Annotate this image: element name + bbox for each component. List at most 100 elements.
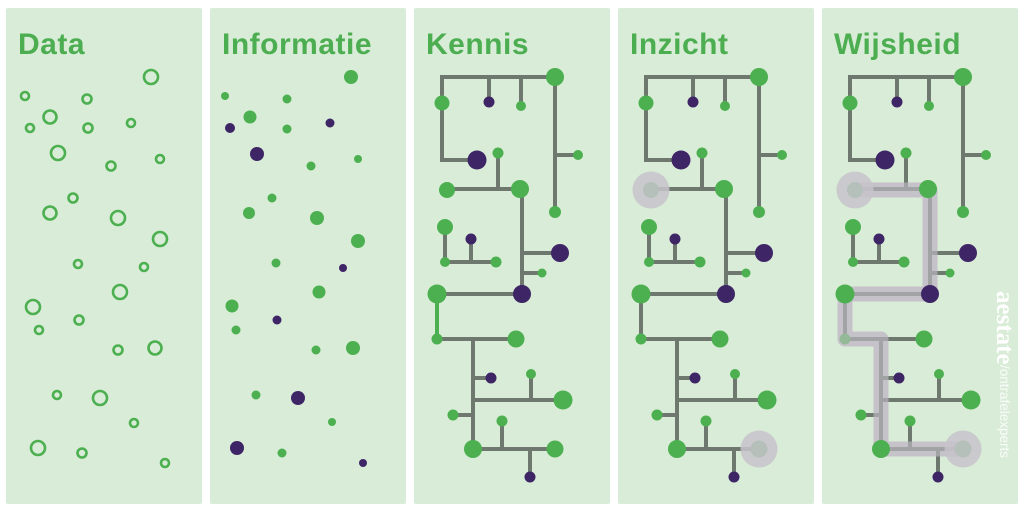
info-dot — [225, 299, 239, 313]
network-node — [553, 390, 573, 410]
data-dot — [154, 153, 166, 165]
data-dot — [76, 447, 88, 459]
network-node — [900, 147, 912, 159]
network-node — [465, 233, 477, 245]
data-dot — [147, 340, 163, 356]
network-node — [447, 409, 459, 421]
network-node — [954, 440, 972, 458]
network-node — [439, 182, 455, 198]
network-node — [845, 219, 861, 235]
network-node — [467, 150, 487, 170]
info-dot — [271, 258, 281, 268]
network-node — [549, 206, 561, 218]
network-node — [750, 440, 768, 458]
info-dot — [346, 341, 360, 355]
data-dot — [42, 109, 58, 125]
info-dot — [282, 94, 292, 104]
network-node — [924, 101, 934, 111]
network-node — [689, 372, 701, 384]
data-dot — [138, 261, 150, 273]
info-dot — [277, 448, 287, 458]
network-node — [483, 96, 495, 108]
info-dot — [339, 264, 347, 272]
network-node — [945, 268, 955, 278]
network-node — [496, 415, 508, 427]
panel-title-inzicht: Inzicht — [630, 28, 729, 61]
brand-tagline: /ontrafelexperts — [997, 364, 1012, 458]
network-node — [668, 440, 686, 458]
network-node — [671, 150, 691, 170]
dots-filled-figure — [221, 70, 367, 467]
panel-inzicht: Inzicht — [618, 8, 814, 504]
data-dot — [24, 122, 36, 134]
network-node — [526, 369, 536, 379]
data-dot — [151, 230, 169, 248]
network-node — [694, 256, 706, 268]
network-node — [631, 284, 651, 304]
network-node — [696, 147, 708, 159]
info-dot — [328, 418, 336, 426]
network-node — [750, 68, 768, 86]
panel-wijsheid: Wijsheid aestate/ontrafelexperts — [822, 8, 1018, 504]
network-node — [551, 244, 569, 262]
brand-name: aestate — [991, 291, 1018, 365]
network-node — [644, 257, 654, 267]
data-dot — [105, 160, 117, 172]
info-dot — [250, 147, 264, 161]
network-node — [848, 257, 858, 267]
data-dot — [81, 93, 93, 105]
network-node — [777, 150, 787, 160]
info-dot — [231, 325, 241, 335]
network-node — [511, 180, 529, 198]
info-dot — [282, 124, 292, 134]
insight-halo — [836, 171, 874, 209]
network-node — [641, 219, 657, 235]
network-node — [842, 95, 858, 111]
network-node — [898, 256, 910, 268]
network-node — [934, 369, 944, 379]
data-dot — [142, 68, 160, 86]
data-dot — [159, 457, 171, 469]
info-dot — [251, 390, 261, 400]
brand-watermark: aestate/ontrafelexperts — [991, 291, 1018, 458]
network-node — [573, 150, 583, 160]
info-dot — [221, 92, 229, 100]
network-node — [431, 333, 443, 345]
network-node — [485, 372, 497, 384]
info-dot — [306, 161, 316, 171]
data-dot — [128, 417, 140, 429]
info-dot — [310, 211, 324, 225]
network-node — [961, 390, 981, 410]
network-node — [893, 372, 905, 384]
network-node — [855, 409, 867, 421]
network-node — [720, 101, 730, 111]
insight-halo — [944, 430, 982, 468]
network-node — [839, 333, 851, 345]
data-dot — [42, 205, 58, 221]
data-dot — [24, 298, 42, 316]
network-node — [728, 471, 740, 483]
network-node — [873, 233, 885, 245]
network-node — [638, 95, 654, 111]
network-node — [516, 101, 526, 111]
network-node — [891, 96, 903, 108]
network-node — [711, 330, 729, 348]
info-dot — [243, 207, 255, 219]
network-node — [715, 180, 733, 198]
network-node — [537, 268, 547, 278]
network-node — [651, 409, 663, 421]
data-dot — [51, 389, 63, 401]
panel-title-wijsheid: Wijsheid — [834, 28, 962, 61]
network-figure — [427, 68, 583, 483]
network-node — [490, 256, 502, 268]
network-node — [730, 369, 740, 379]
network-node — [492, 147, 504, 159]
info-dot — [344, 70, 358, 84]
network-node — [513, 285, 531, 303]
network-node — [954, 68, 972, 86]
info-dot — [272, 315, 282, 325]
insight-halo — [740, 430, 778, 468]
network-node — [717, 285, 735, 303]
network-node — [546, 68, 564, 86]
data-dot — [125, 117, 137, 129]
